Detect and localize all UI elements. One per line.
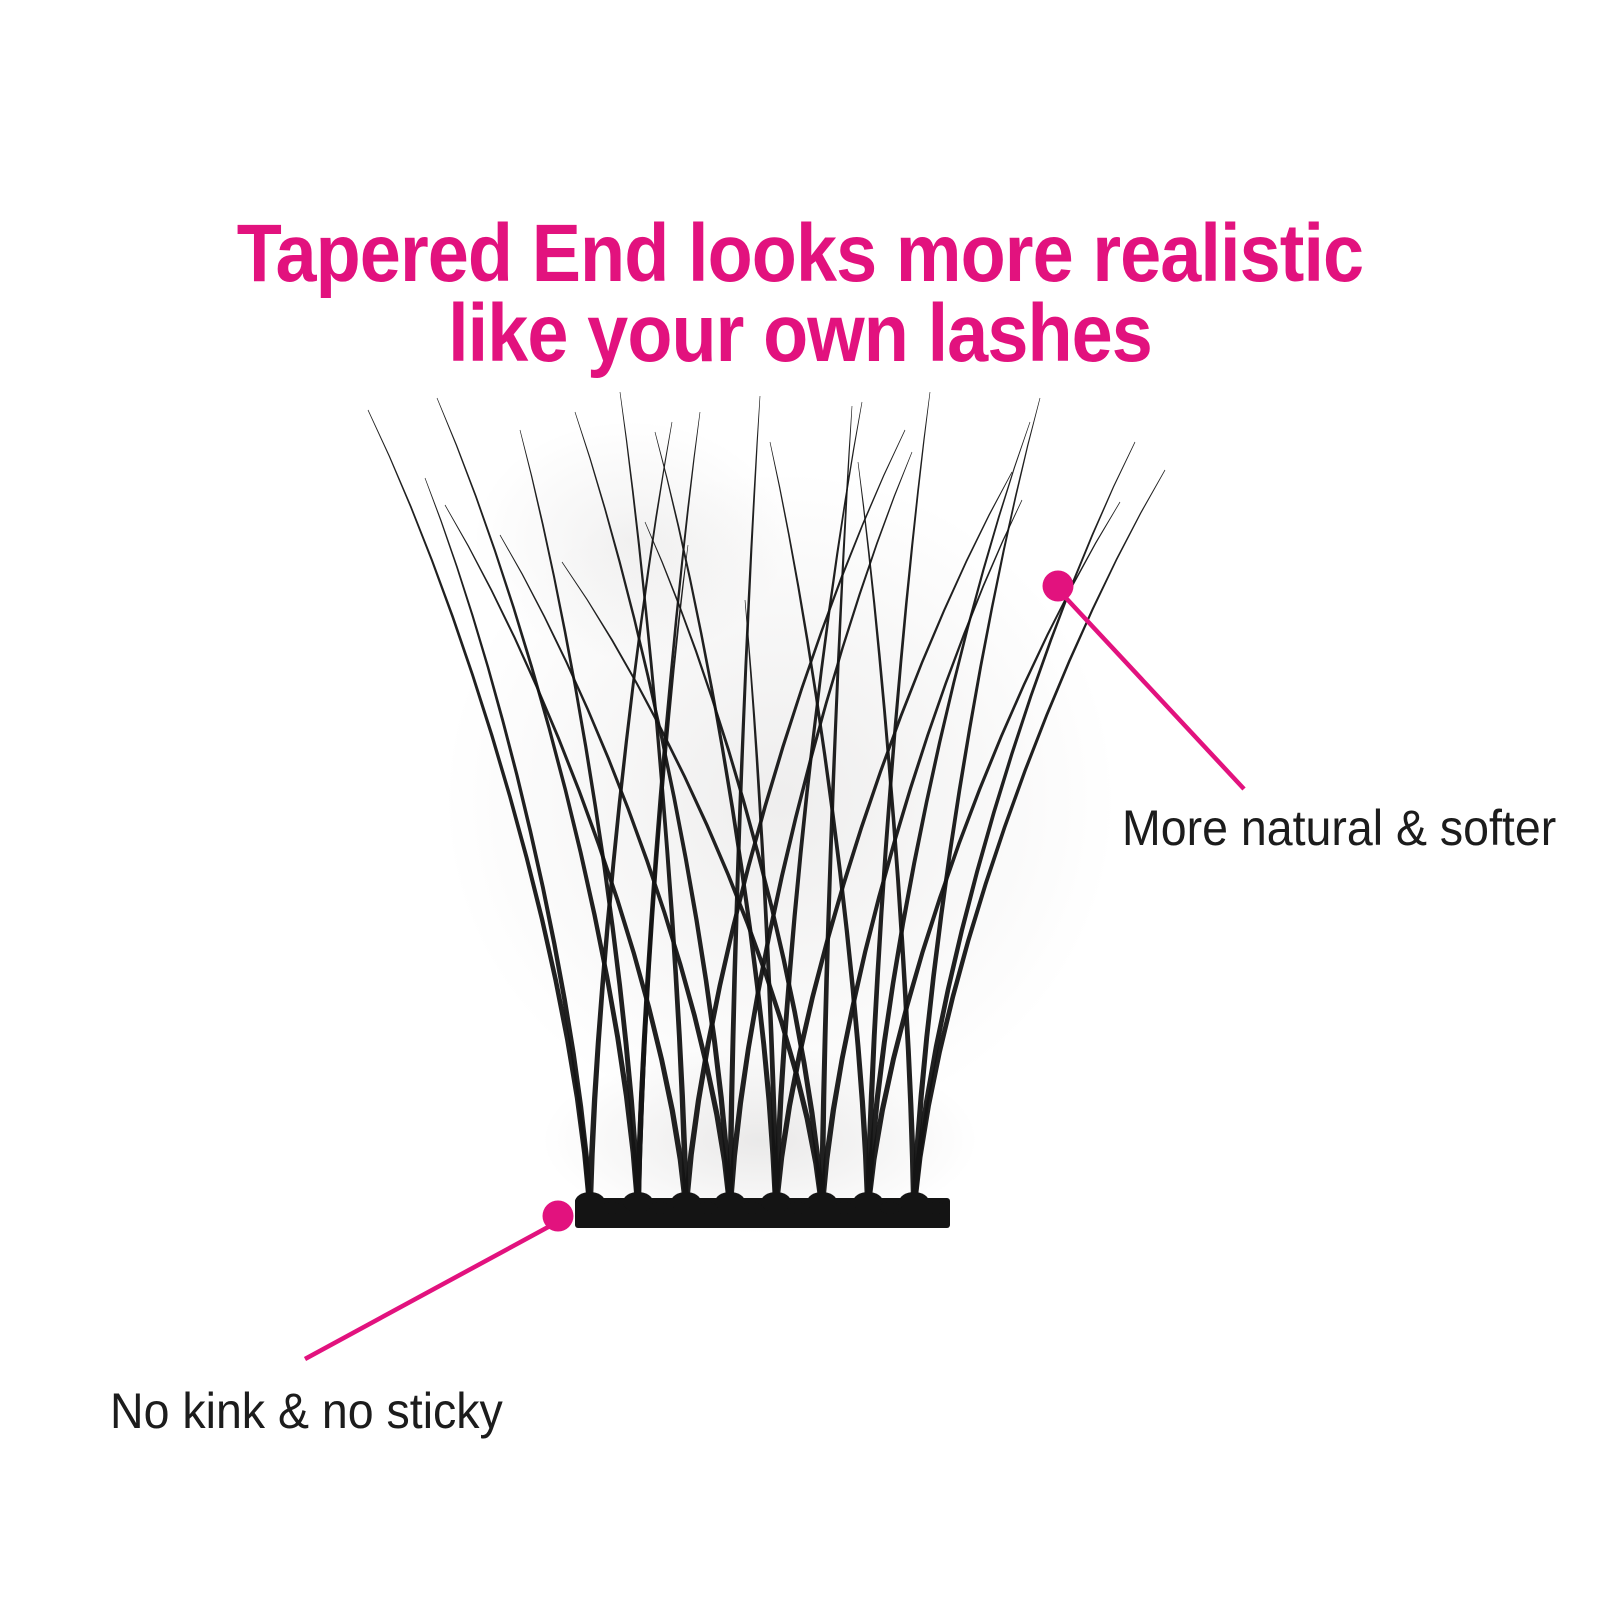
lash-root-knot	[761, 1192, 791, 1212]
headline-line-2: like your own lashes	[448, 287, 1153, 379]
lash-root-knots	[575, 1192, 946, 1214]
lash-root-knot	[715, 1192, 745, 1212]
lash-root-knot	[671, 1192, 701, 1212]
lash-root-knot	[880, 1202, 900, 1214]
callout-dot-natural	[1042, 570, 1074, 602]
lash-strand	[619, 392, 689, 1207]
lash-strand	[865, 392, 931, 1207]
callout-label-no-kink: No kink & no sticky	[110, 1383, 503, 1439]
lash-root-knot	[853, 1192, 883, 1212]
lash-strands	[367, 392, 1166, 1207]
lash-root-knot	[788, 1202, 808, 1214]
lash-root-knot	[899, 1192, 929, 1212]
lash-strand	[857, 462, 917, 1207]
lash-strand	[436, 397, 641, 1207]
callout-dot-nokink	[542, 1200, 574, 1232]
headline: Tapered End looks more realistic like yo…	[80, 207, 1520, 379]
callout-leader-line-natural	[1064, 596, 1246, 791]
lash-strand	[744, 600, 779, 1206]
lash-root-knot	[602, 1202, 622, 1214]
lash-strand	[635, 545, 689, 1207]
lash-strand	[561, 561, 825, 1207]
lash-strand	[727, 396, 761, 1206]
lash-root-knot	[650, 1202, 670, 1214]
callout-label-natural: More natural & softer	[1122, 800, 1557, 856]
lash-root-knot	[807, 1192, 837, 1212]
lash-root-knot	[834, 1202, 854, 1214]
lash-strand	[587, 421, 673, 1207]
lash-strand	[769, 441, 871, 1207]
lash-root-knot	[698, 1202, 718, 1214]
lash-strand	[911, 441, 1136, 1207]
lash-strand	[773, 401, 863, 1207]
lash-root-knot	[575, 1192, 605, 1212]
lash-strand	[819, 406, 853, 1206]
lash-strand	[424, 477, 593, 1207]
lash-root-knot	[926, 1202, 946, 1214]
headline-line-1: Tapered End looks more realistic	[236, 207, 1364, 299]
callout-leader-line-nokink	[303, 1224, 552, 1361]
lash-root-knot	[623, 1192, 653, 1212]
lash-strand	[367, 409, 593, 1207]
lash-strand	[444, 504, 689, 1207]
lash-root-knot	[742, 1202, 762, 1214]
